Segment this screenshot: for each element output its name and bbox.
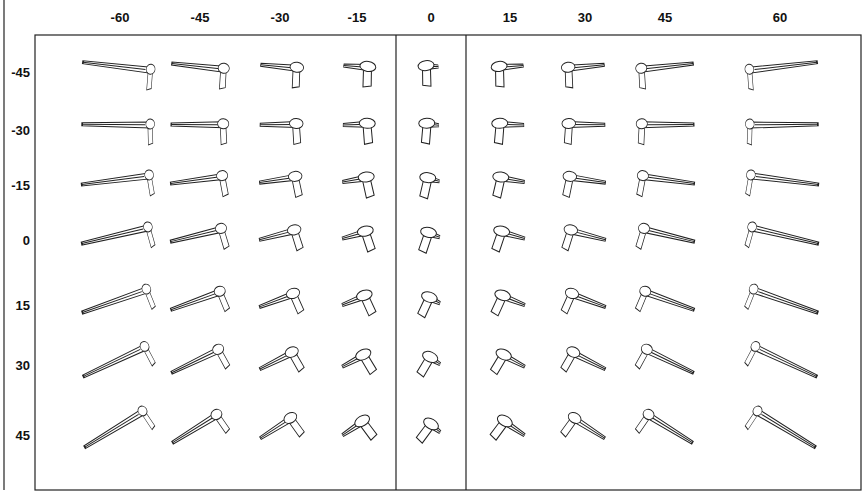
object-view: [80, 283, 157, 330]
object-view: [414, 416, 444, 449]
object-view: [744, 169, 819, 202]
object-view: [633, 285, 696, 328]
object-view: [171, 117, 229, 145]
row-angle-label: -15: [11, 179, 30, 192]
object-view: [169, 285, 232, 328]
object-view: [491, 171, 526, 200]
object-view: [418, 172, 441, 200]
object-view: [170, 170, 230, 202]
object-view: [488, 347, 528, 384]
object-view: [82, 117, 155, 146]
column-angle-label: -60: [111, 11, 130, 24]
object-views: [80, 55, 820, 463]
column-angle-label: 30: [578, 11, 592, 24]
column-angle-label: 15: [503, 11, 517, 24]
object-view: [743, 283, 820, 330]
column-angle-label: 60: [773, 11, 787, 24]
object-view: [81, 404, 157, 463]
object-view: [257, 410, 307, 454]
object-view: [559, 287, 608, 325]
object-view: [634, 222, 696, 259]
object-view: [415, 290, 442, 321]
object-view: [340, 288, 378, 323]
row-angle-label: -30: [11, 124, 30, 137]
object-view: [561, 57, 607, 89]
object-view: [560, 224, 607, 258]
object-view: [743, 404, 819, 463]
object-view: [487, 413, 528, 452]
object-view: [169, 342, 232, 389]
object-view: [169, 407, 232, 458]
column-angle-label: 0: [427, 11, 434, 24]
object-view: [489, 288, 527, 323]
object-view: [745, 117, 818, 146]
object-view: [341, 225, 378, 257]
object-view: [558, 410, 608, 454]
object-view: [341, 58, 376, 88]
object-view: [562, 117, 606, 144]
row-angle-label: 30: [16, 359, 30, 372]
object-view: [744, 55, 819, 91]
object-view: [491, 58, 526, 88]
row-angle-label: 0: [23, 234, 30, 247]
object-view: [257, 287, 306, 325]
object-view: [633, 407, 696, 458]
object-view: [342, 171, 377, 200]
object-view: [635, 56, 696, 90]
row-angle-label: -45: [11, 66, 30, 79]
object-view: [417, 59, 440, 88]
object-view: [635, 170, 695, 202]
object-view: [169, 222, 231, 259]
object-view: [636, 117, 694, 145]
object-view: [80, 55, 155, 91]
object-view: [561, 171, 606, 201]
column-angle-label: 45: [658, 11, 672, 24]
row-angle-label: 45: [16, 429, 30, 442]
object-view: [743, 340, 820, 393]
object-view: [339, 347, 379, 384]
object-view: [343, 118, 376, 145]
object-view: [259, 171, 304, 201]
object-view: [260, 117, 304, 144]
object-view: [414, 349, 443, 381]
object-view: [339, 413, 380, 452]
object-view: [80, 221, 156, 261]
frame: [4, 0, 861, 490]
object-view: [169, 56, 230, 90]
object-view: [258, 57, 304, 89]
object-view: [489, 225, 526, 257]
object-view: [257, 345, 307, 386]
object-view: [416, 226, 441, 256]
column-angle-label: -45: [191, 11, 210, 24]
object-view: [743, 221, 819, 261]
row-angle-label: 15: [16, 299, 30, 312]
object-view: [492, 118, 525, 145]
object-view: [558, 345, 608, 386]
object-view: [633, 342, 696, 389]
object-view: [419, 118, 440, 145]
column-angle-label: -30: [271, 11, 290, 24]
object-view: [258, 224, 305, 258]
object-view: [80, 340, 157, 393]
column-angle-label: -15: [348, 11, 367, 24]
object-view: [81, 169, 156, 202]
